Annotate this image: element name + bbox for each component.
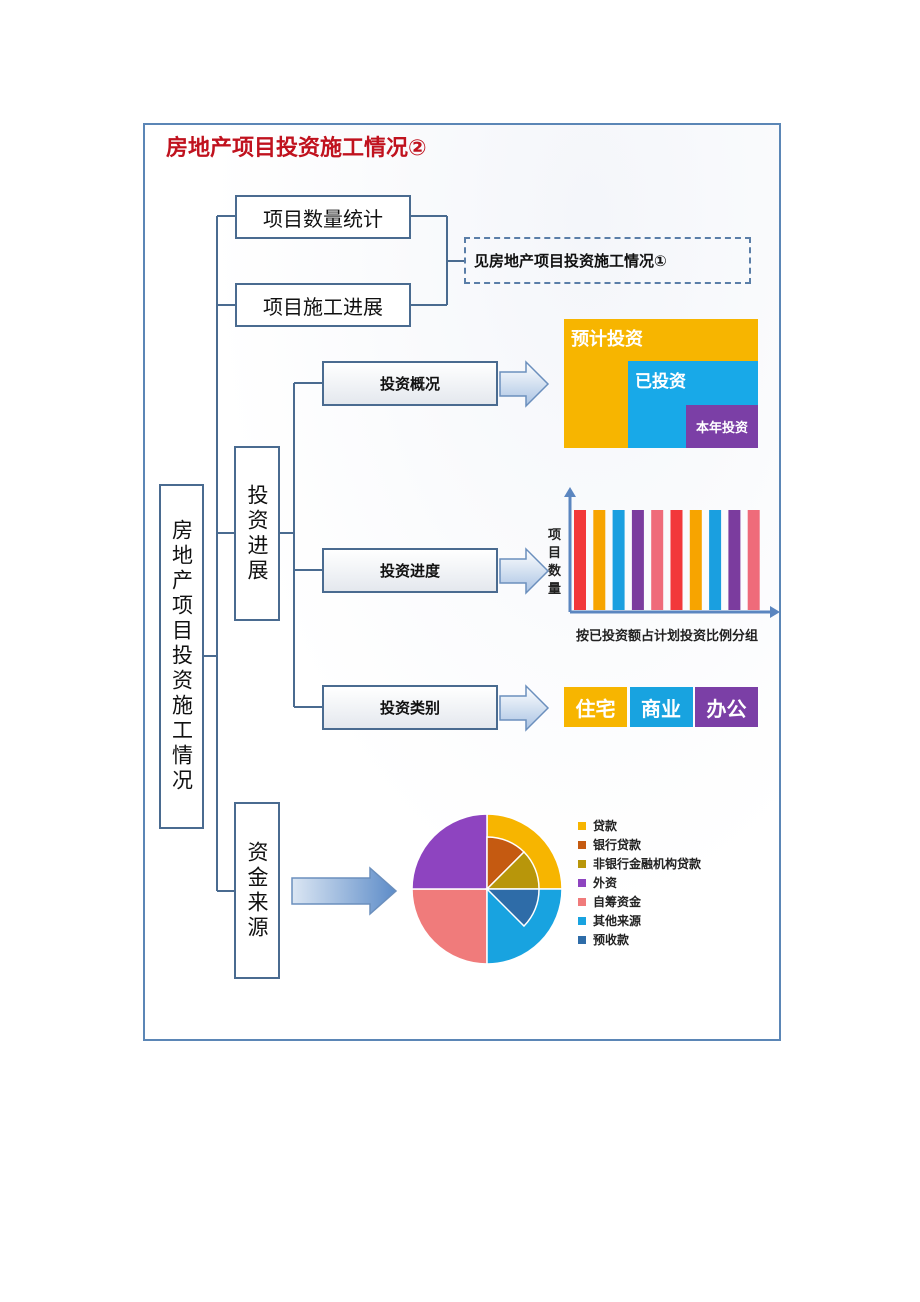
legend-swatch <box>578 916 586 925</box>
progress-bar <box>689 510 702 610</box>
legend-label: 其他来源 <box>593 914 642 928</box>
this-year-investment-label: 本年投资 <box>695 421 748 436</box>
legend-swatch <box>578 821 586 830</box>
legend-swatch <box>578 897 586 906</box>
legend-label: 预收款 <box>593 933 630 947</box>
progress-bar <box>747 510 760 610</box>
arrow-icon <box>499 360 550 408</box>
fund-pie-chart <box>411 813 563 965</box>
invested-label: 已投资 <box>635 372 686 392</box>
project-progress-box: 项目施工进展 <box>235 283 411 327</box>
invest-progress-box: 投资进展 <box>234 446 280 621</box>
this-year-investment-block: 本年投资 <box>686 405 758 448</box>
legend-label: 贷款 <box>593 819 618 833</box>
invest-schedule-box: 投资进度 <box>322 548 498 593</box>
arrow-icon <box>499 547 550 595</box>
legend-swatch <box>578 840 586 849</box>
invest-category-box: 投资类别 <box>322 685 498 730</box>
x-axis-label: 按已投资额占计划投资比例分组 <box>576 629 759 644</box>
progress-bar <box>593 510 606 610</box>
progress-bar <box>709 510 722 610</box>
legend-swatch <box>578 859 586 868</box>
arrow-icon <box>499 684 550 732</box>
invest-overview-box: 投资概况 <box>322 361 498 406</box>
arrow-icon <box>291 866 398 916</box>
legend-label: 自筹资金 <box>593 895 642 909</box>
root-box: 房地产项目投资施工情况 <box>159 484 204 829</box>
y-axis-label: 项目数量 <box>548 528 562 597</box>
legend-label: 外资 <box>593 876 618 890</box>
fund-source-box: 资金来源 <box>234 802 280 979</box>
legend-item: 预收款 <box>578 931 629 948</box>
legend-label: 银行贷款 <box>593 838 642 852</box>
progress-bar <box>670 510 683 610</box>
progress-bar <box>728 510 741 610</box>
legend-item: 外资 <box>578 874 617 891</box>
legend-swatch <box>578 878 586 887</box>
progress-bar <box>574 510 586 610</box>
reference-box: 见房地产项目投资施工情况① <box>464 237 751 284</box>
legend-swatch <box>578 935 586 944</box>
legend-item: 银行贷款 <box>578 836 641 853</box>
legend-item: 其他来源 <box>578 912 641 929</box>
project-count-box: 项目数量统计 <box>235 195 411 239</box>
category-block: 商业 <box>629 687 693 727</box>
page-title: 房地产项目投资施工情况② <box>166 136 427 161</box>
progress-bar <box>612 510 625 610</box>
progress-chart <box>564 487 780 618</box>
category-block: 办公 <box>695 687 758 727</box>
legend-item: 自筹资金 <box>578 893 641 910</box>
progress-bar <box>631 510 644 610</box>
category-block: 住宅 <box>564 687 627 727</box>
legend-item: 非银行金融机构贷款 <box>578 855 701 872</box>
legend-label: 非银行金融机构贷款 <box>593 857 702 871</box>
progress-bar <box>651 510 664 610</box>
legend-item: 贷款 <box>578 817 617 834</box>
expected-investment-label: 预计投资 <box>571 329 643 350</box>
